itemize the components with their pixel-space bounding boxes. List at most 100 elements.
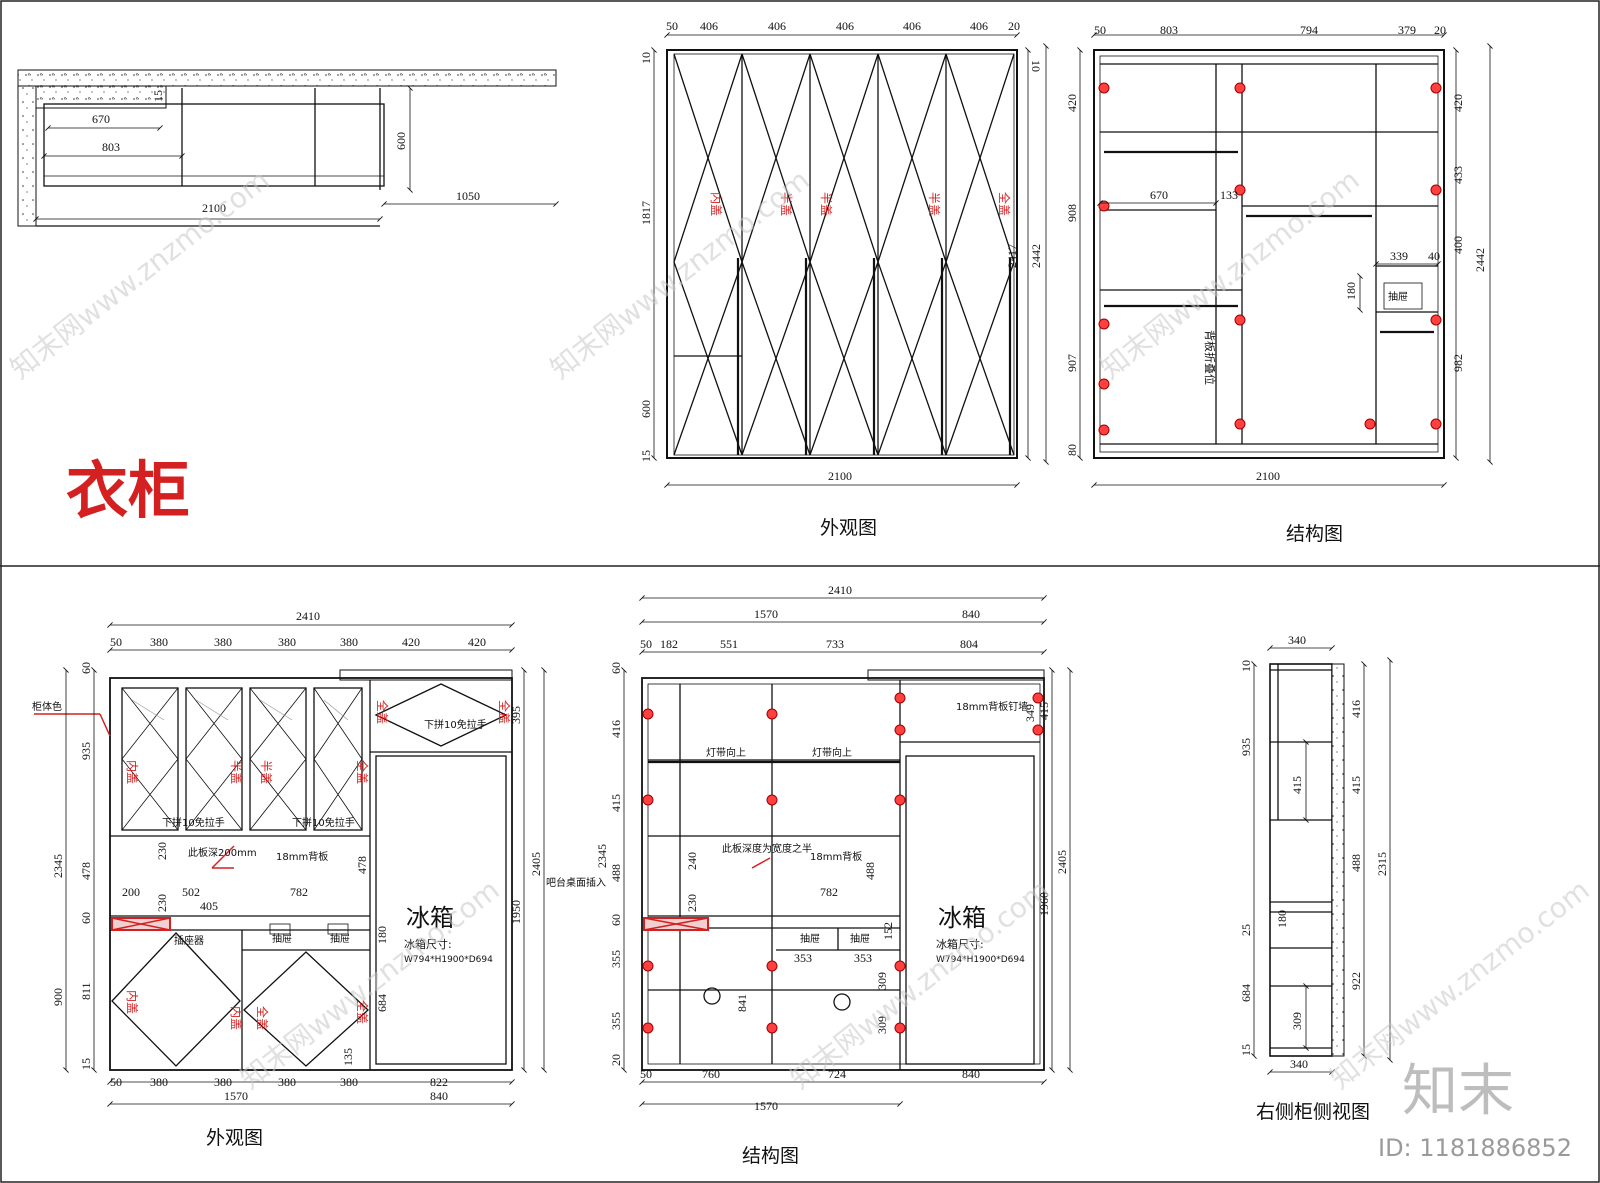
bf-inner-dim-7: 180 xyxy=(375,926,389,944)
bf-bottom-dim-1: 380 xyxy=(150,1075,168,1089)
side-top-dim: 340 xyxy=(1288,633,1306,647)
brand-watermark: 知末 xyxy=(1402,1059,1514,1124)
hinge-marker xyxy=(1098,318,1110,330)
front-top-dim-3: 406 xyxy=(836,19,854,33)
glass-door xyxy=(249,687,307,831)
watermark-repeat-5: 知末网www.znzmo.com xyxy=(784,873,1056,1095)
bf-inner-dim-5: 782 xyxy=(290,885,308,899)
bs-left-dim-3: 488 xyxy=(609,864,623,882)
front-left-dim-0: 10 xyxy=(639,52,653,64)
side-left-dim-3: 684 xyxy=(1239,984,1253,1002)
structure-caption: 结构图 xyxy=(1286,523,1343,545)
front-bottom-dim: 2100 xyxy=(828,469,852,483)
side-right-dim-2: 488 xyxy=(1349,854,1363,872)
bf-inner-dim-4: 405 xyxy=(200,899,218,913)
glass-reflection xyxy=(131,699,165,721)
handle-note: 下拼10免拉手 xyxy=(424,718,487,731)
door-swing-mark xyxy=(313,687,363,831)
handle-note-1: 下拼10免拉手 xyxy=(162,816,225,829)
struct-inner-dim-4: 180 xyxy=(1344,282,1358,300)
struct-inner-dim-3: 40 xyxy=(1428,249,1440,263)
struct-left-dim-3: 80 xyxy=(1065,444,1079,456)
bs-left-dim-1: 416 xyxy=(609,720,623,738)
hinge-marker xyxy=(766,708,778,720)
bs-bottom-dim-0: 50 xyxy=(640,1067,652,1081)
bs-left-dim-4: 60 xyxy=(609,914,623,926)
plan-view: 670 803 2100 1050 600 15 xyxy=(17,69,559,227)
struct-inner-dim-0: 670 xyxy=(1150,188,1168,202)
bs-bottom-dim-2: 724 xyxy=(828,1067,846,1081)
watermark-repeat-1: 知末网www.znzmo.com xyxy=(4,163,276,385)
glass-door xyxy=(185,687,243,831)
front-left-dim-3: 15 xyxy=(639,450,653,462)
bs-inner-dim-5: 353 xyxy=(854,951,872,965)
struct-fridge-size: W794*H1900*D694 xyxy=(936,955,1025,965)
hinge-marker xyxy=(1234,82,1246,94)
struct-top-dim-3: 379 xyxy=(1398,23,1416,37)
top-door-label-r: 全盖 xyxy=(355,760,370,784)
bs-top-dim-2: 551 xyxy=(720,637,738,651)
bs-bottom-dim-3: 840 xyxy=(962,1067,980,1081)
bf-left-dim-5: 15 xyxy=(79,1058,93,1070)
bf-bottom-dim-2: 380 xyxy=(214,1075,232,1089)
hinge-marker xyxy=(642,794,654,806)
bf-top-dim-1: 380 xyxy=(150,635,168,649)
watermark-repeat-2: 知末网www.znzmo.com xyxy=(544,163,816,385)
side-inner-dim-2: 309 xyxy=(1290,1012,1304,1030)
light-strip-1: 灯带向上 xyxy=(706,746,746,759)
plan-dim-670: 670 xyxy=(92,112,110,126)
bs-bottom-total: 1570 xyxy=(754,1099,778,1113)
bf-inner-dim-1: 230 xyxy=(155,894,169,912)
struct-right-dim-3: 982 xyxy=(1451,354,1465,372)
bf-left-dim-2: 478 xyxy=(79,862,93,880)
struct-left-dim-1: 908 xyxy=(1065,204,1079,222)
door-label-0: 内盖 xyxy=(709,192,723,216)
bf-bottom-dim-3: 380 xyxy=(278,1075,296,1089)
bs-right-dim-3: 2405 xyxy=(1055,850,1069,874)
front-left-dim-2: 600 xyxy=(639,400,653,418)
struct-left-dim-2: 907 xyxy=(1065,354,1079,372)
door-swing-mark xyxy=(877,53,947,456)
wardrobe-title: 衣柜 xyxy=(66,454,190,527)
hinge-marker xyxy=(1430,184,1442,196)
glass-reflection xyxy=(195,699,229,721)
struct-fridge-label: 冰箱 xyxy=(938,904,986,932)
side-caption: 右侧柜侧视图 xyxy=(1256,1101,1370,1123)
bar-insert-note: 吧台桌面插入 xyxy=(546,876,606,889)
struct-right-dim-0: 420 xyxy=(1451,94,1465,112)
bf-bottom-dim-5: 822 xyxy=(430,1075,448,1089)
upper-flap-mark xyxy=(374,683,508,747)
door-swing-mark xyxy=(945,53,1015,456)
door-swing-mark xyxy=(741,53,811,456)
bs-inner-dim-7: 309 xyxy=(875,972,889,990)
side-right-dim-3: 922 xyxy=(1349,972,1363,990)
bs-overall: 2410 xyxy=(828,583,852,597)
bf-left-dim-1: 935 xyxy=(79,742,93,760)
wardrobe-front-view: 50 406 406 406 406 406 20 10 1817 600 15… xyxy=(639,19,1049,539)
back-panel-note: 背板折叠位 xyxy=(1203,330,1217,385)
struct-right-dim-4: 2442 xyxy=(1473,248,1487,272)
struct-top-dim-1: 803 xyxy=(1160,23,1178,37)
cabinet-structure-view: 灯带向上 灯带向上 此板深度为宽度之半 18mm背板 18mm背板钉墙 抽屉 抽… xyxy=(595,583,1073,1167)
struct-inner-dim-2: 339 xyxy=(1390,249,1408,263)
struct-shelf-note: 此板深度为宽度之半 xyxy=(722,842,812,855)
back-panel-label: 18mm背板 xyxy=(276,850,328,863)
fridge-size-label: 冰箱尺寸: xyxy=(404,937,452,951)
bs-inner-dim-0: 240 xyxy=(685,852,699,870)
bs-left-dim-2: 415 xyxy=(609,794,623,812)
hinge-marker xyxy=(1098,200,1110,212)
top-door-label-m1: 半盖 xyxy=(229,760,243,784)
upper-door-label-r: 全盖 xyxy=(497,700,512,724)
plan-dim-2100: 2100 xyxy=(202,201,226,215)
hinge-marker xyxy=(1430,418,1442,430)
hinge-marker xyxy=(642,708,654,720)
hinge-marker xyxy=(1430,82,1442,94)
bf-top-dim-2: 380 xyxy=(214,635,232,649)
plan-dim-15: 15 xyxy=(151,90,165,102)
door-swing-mark xyxy=(877,53,947,456)
bs-top-dim-1: 182 xyxy=(660,637,678,651)
plan-dim-803: 803 xyxy=(102,140,120,154)
bs-top-dim-0: 50 xyxy=(640,637,652,651)
low-door-label-r2: 全盖 xyxy=(355,1000,370,1024)
